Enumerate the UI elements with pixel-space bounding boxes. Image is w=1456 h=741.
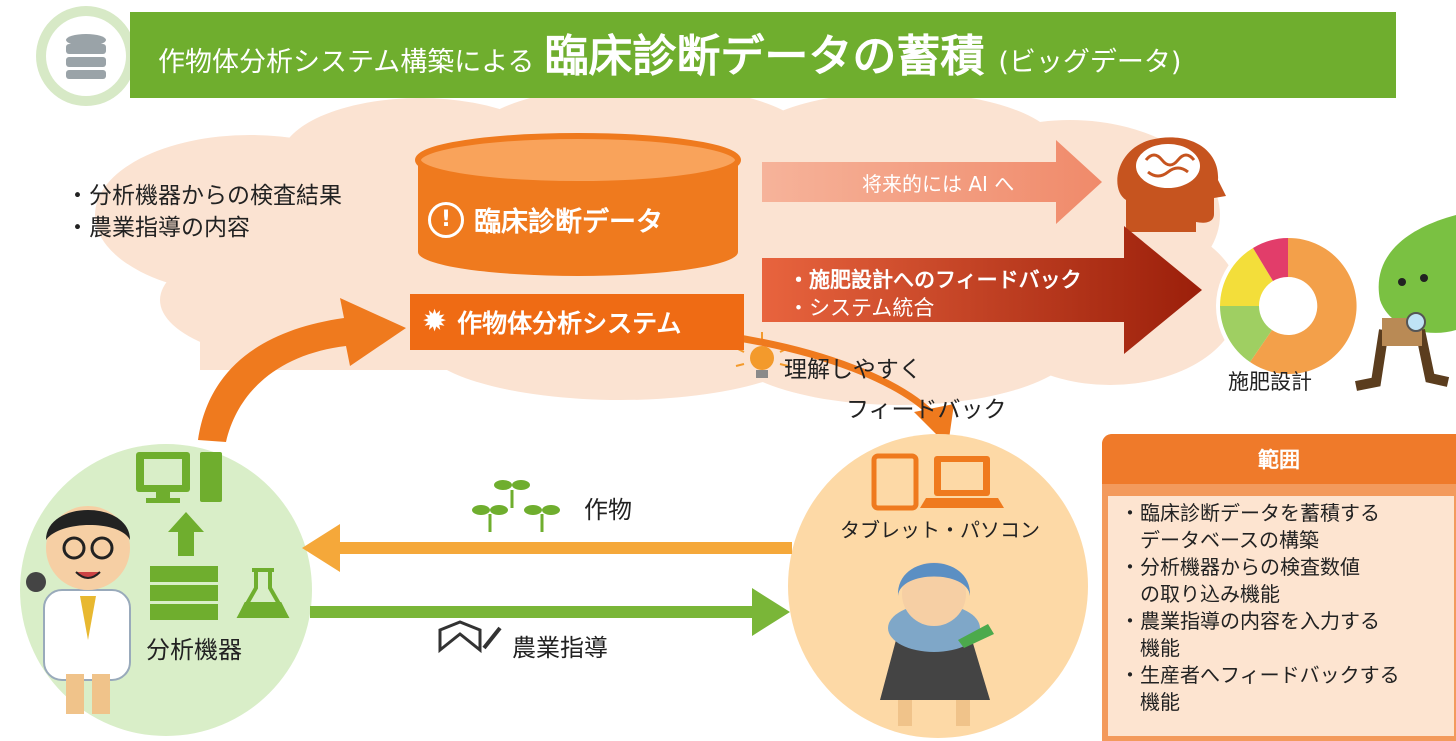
hint-line-1: 理解しやすく xyxy=(784,357,922,383)
database-icon xyxy=(66,34,106,79)
flask-icon xyxy=(236,568,290,618)
scope-list: ・臨床診断データを蓄積する データベースの構築 ・分析機器からの検査数値 の取り… xyxy=(1120,500,1400,716)
bullet-item: ・農業指導の内容 xyxy=(66,215,250,241)
up-arrow-icon xyxy=(168,512,204,556)
book-pen-icon xyxy=(438,620,502,654)
scope-item: 機能 xyxy=(1120,690,1180,714)
guidance-arrow xyxy=(310,588,790,636)
ai-arrow-label: 将来的には AI へ xyxy=(862,172,1015,196)
feedback-line-2: ・システム統合 xyxy=(788,296,935,320)
database-label-text: 臨床診断データ xyxy=(474,207,663,238)
exclamation-icon: ! xyxy=(428,201,464,238)
scope-item: 機能 xyxy=(1120,636,1180,660)
fertilizer-label: 施肥設計 xyxy=(1228,370,1312,394)
crop-label: 作物 xyxy=(584,496,632,524)
mascot-character xyxy=(1355,215,1456,391)
scope-item: ・生産者へフィードバックする xyxy=(1120,663,1400,687)
ai-arrow xyxy=(762,140,1102,224)
title-suffix: (ビッグデータ) xyxy=(998,47,1182,78)
farmer-character xyxy=(880,562,994,726)
seedling-icon xyxy=(472,480,560,532)
hint-line-2: フィードバック xyxy=(846,397,1007,423)
feedback-arrow xyxy=(762,226,1202,354)
scope-title: 範囲 xyxy=(1102,434,1456,484)
gear-icon: ✹ xyxy=(422,304,448,339)
bullet-item: ・分析機器からの検査結果 xyxy=(66,183,342,209)
device-label: タブレット・パソコン xyxy=(840,518,1040,542)
monitor-icon xyxy=(136,452,222,503)
cloud-bullets: ・分析機器からの検査結果 ・農業指導の内容 xyxy=(66,180,342,244)
lab-to-system-arrow xyxy=(198,298,406,442)
server-icon xyxy=(150,566,218,620)
system-label: 作物体分析システム xyxy=(457,309,682,338)
scope-item: ・分析機器からの検査数値 xyxy=(1120,555,1360,579)
database-cylinder xyxy=(415,133,741,276)
system-to-device-arrow xyxy=(725,332,939,421)
crop-arrow xyxy=(302,524,792,572)
tablet-icon xyxy=(871,453,919,511)
database-label: ! 臨床診断データ xyxy=(428,200,728,239)
laptop-icon xyxy=(920,456,1004,508)
scope-item: ・農業指導の内容を入力する xyxy=(1120,609,1380,633)
page-title: 作物体分析システム構築による 臨床診断データの蓄積 (ビッグデータ) xyxy=(158,20,1181,90)
scope-body xyxy=(1108,496,1454,736)
lab-label: 分析機器 xyxy=(146,636,242,664)
header-bar xyxy=(130,12,1396,98)
title-main: 臨床診断データの蓄積 xyxy=(544,31,985,82)
system-box: ✹ 作物体分析システム xyxy=(410,294,744,350)
title-prefix: 作物体分析システム構築による xyxy=(158,47,535,78)
scope-item: データベースの構築 xyxy=(1120,528,1319,552)
doctor-character xyxy=(26,506,131,714)
scope-item: の取り込み機能 xyxy=(1120,582,1280,606)
feedback-line-1: ・施肥設計へのフィードバック xyxy=(788,268,1082,292)
donut-chart-icon xyxy=(1216,234,1360,378)
brain-head-icon xyxy=(1117,137,1226,232)
guidance-label: 農業指導 xyxy=(512,634,608,662)
scope-item: ・臨床診断データを蓄積する xyxy=(1120,501,1380,525)
header-icon-badge xyxy=(36,6,136,106)
